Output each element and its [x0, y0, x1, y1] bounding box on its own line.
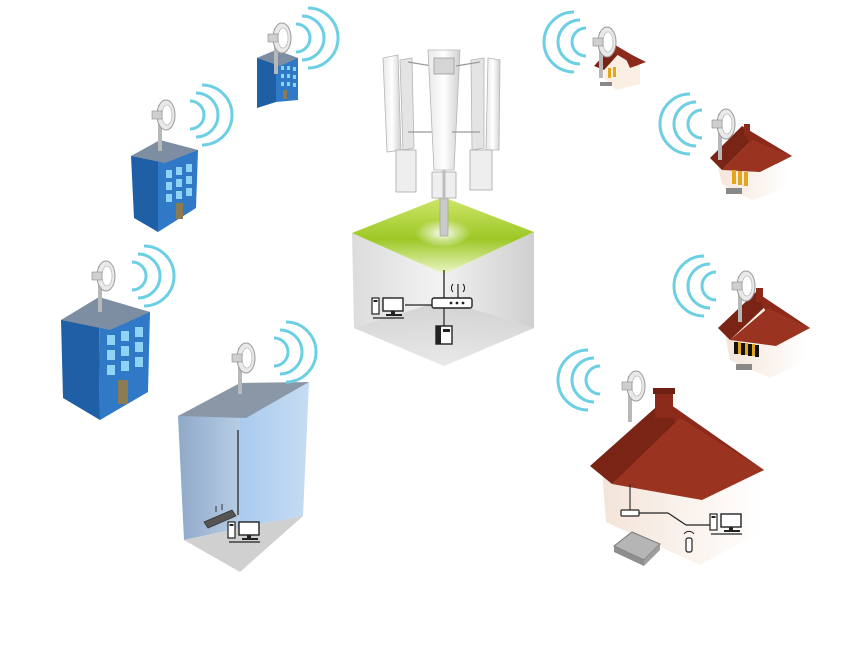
- base-station-router: [431, 283, 473, 309]
- house-medium-1: [658, 92, 792, 200]
- house-remote-icon: [683, 530, 695, 553]
- house-dish-antenna: [621, 370, 646, 423]
- house-medium-2: [672, 254, 810, 378]
- warehouse-floor: [184, 516, 303, 572]
- wifi-signal-icon: [658, 92, 704, 156]
- warehouse-right-wall: [240, 382, 309, 528]
- wifi-signal-icon: [542, 10, 588, 74]
- house-large-roof-front: [612, 418, 764, 500]
- wifi-signal-icon: [556, 348, 602, 412]
- sector-antenna-center: [427, 49, 461, 200]
- sector-antenna-right: [452, 57, 501, 191]
- wifi-signal-icon: [672, 254, 718, 318]
- house-large-roof-left: [590, 400, 684, 484]
- base-station: [352, 49, 534, 366]
- office-building-large: [61, 244, 176, 420]
- house-small: [542, 10, 646, 90]
- wifi-signal-icon: [294, 6, 340, 70]
- house-router: [620, 509, 640, 517]
- warehouse: [178, 320, 318, 572]
- office-building-small: [257, 6, 340, 108]
- wifi-signal-icon: [188, 83, 234, 147]
- warehouse-left-wall: [178, 390, 240, 540]
- house-game-console: [613, 531, 661, 566]
- base-station-mast: [439, 195, 449, 237]
- office-building-medium: [131, 83, 234, 232]
- base-station-phone: [435, 308, 453, 345]
- sector-antenna-left: [382, 54, 436, 193]
- wifi-signal-icon: [272, 320, 318, 384]
- warehouse-roof: [178, 382, 309, 418]
- warehouse-switch: [203, 504, 237, 529]
- wifi-signal-icon: [130, 244, 176, 308]
- house-large: [556, 348, 764, 566]
